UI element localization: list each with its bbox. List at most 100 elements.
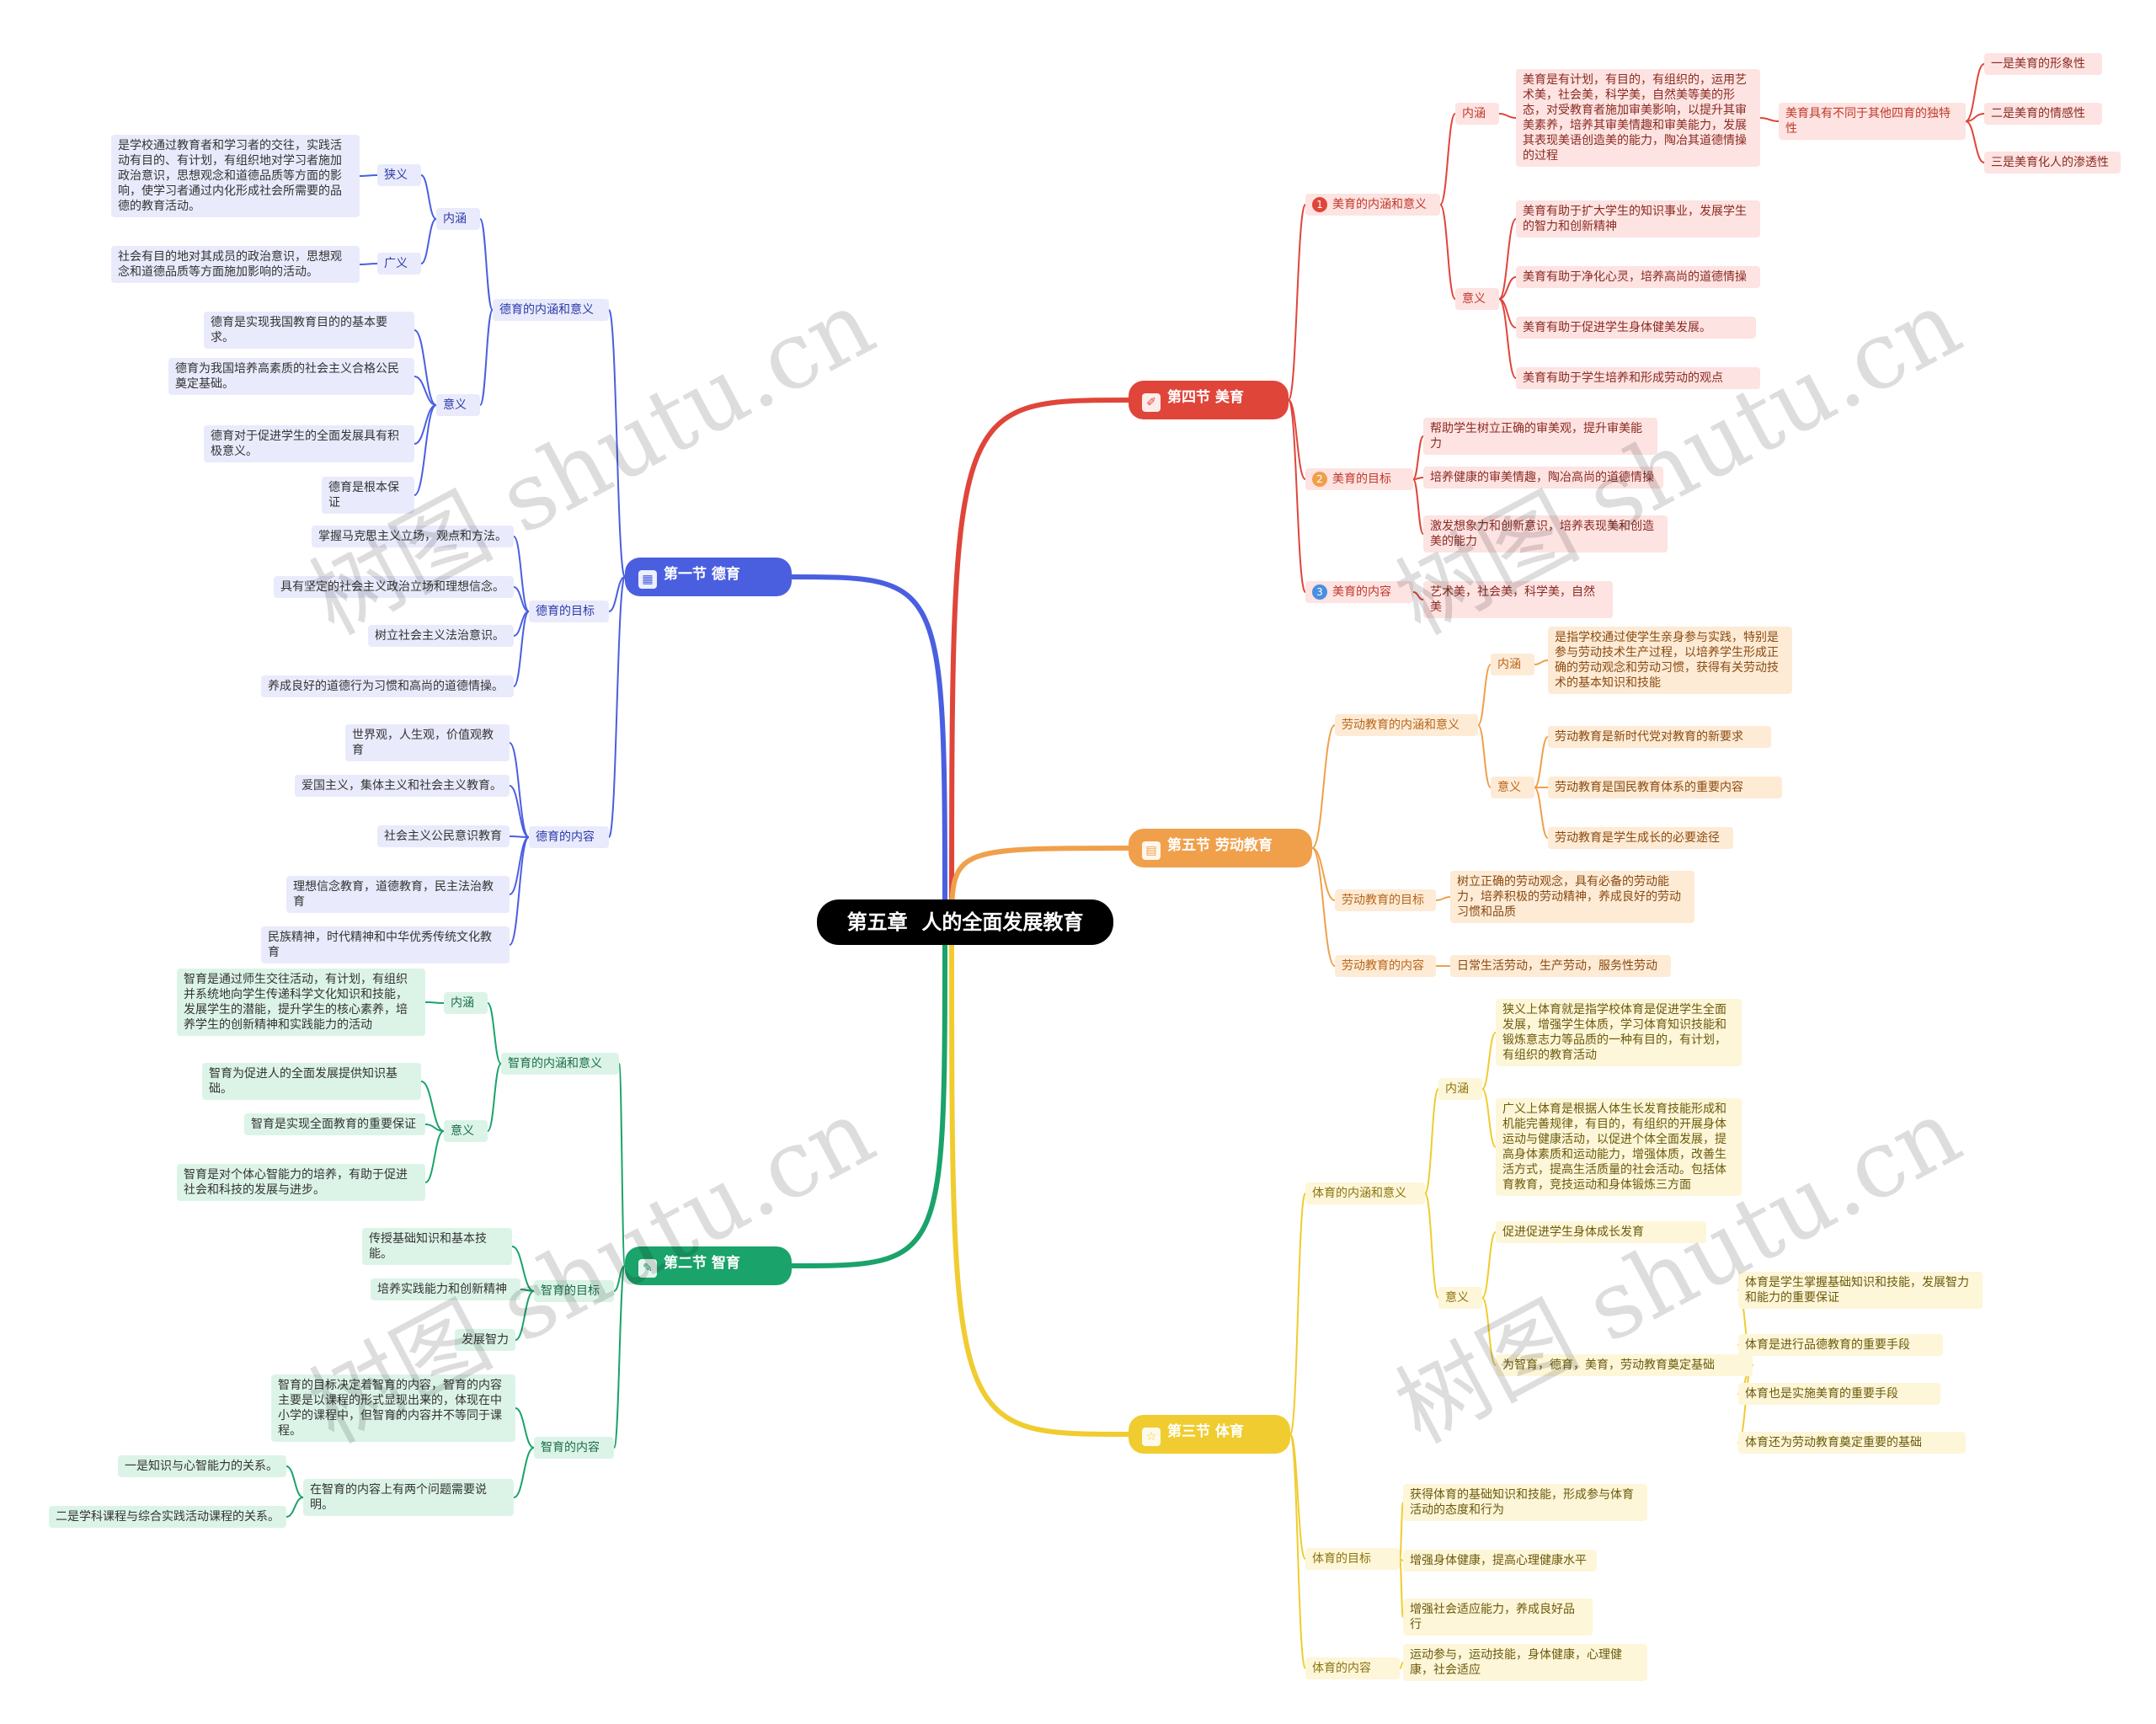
branch-node[interactable]: 体育的目标 — [1305, 1548, 1400, 1570]
leaf-node[interactable]: 为智育，德育，美育，劳动教育奠定基础 — [1496, 1354, 1753, 1376]
branch-node[interactable]: 体育的内涵和意义 — [1305, 1182, 1425, 1204]
leaf-node[interactable]: 智育是通过师生交往活动，有计划，有组织并系统地向学生传递科学文化知识和技能，发展… — [177, 969, 425, 1036]
branch-node[interactable]: 智育的内涵和意义 — [501, 1053, 619, 1075]
branch-node[interactable]: 德育的目标 — [529, 600, 609, 622]
leaf-node[interactable]: 体育是进行品德教育的重要手段 — [1738, 1334, 1943, 1356]
leaf-node[interactable]: 德育是实现我国教育目的的基本要求。 — [204, 312, 414, 349]
branch-node[interactable]: 意义 — [444, 1120, 488, 1142]
leaf-node[interactable]: 智育是实现全面教育的重要保证 — [244, 1113, 425, 1135]
branch-node[interactable]: 劳动教育的内涵和意义 — [1335, 714, 1478, 736]
leaf-node[interactable]: 智育为促进人的全面发展提供知识基础。 — [202, 1063, 421, 1100]
branch-node[interactable]: 德育的内容 — [529, 826, 609, 848]
node-text: 意义 — [451, 1124, 474, 1138]
leaf-node[interactable]: 美育有助于促进学生身体健美发展。 — [1516, 317, 1756, 339]
section-intellectual-education[interactable]: ✎第二节 智育 — [625, 1246, 792, 1285]
leaf-node[interactable]: 劳动教育是学生成长的必要途径 — [1548, 827, 1733, 849]
branch-node[interactable]: 智育的内容 — [534, 1437, 614, 1459]
leaf-node[interactable]: 增强身体健康，提高心理健康水平 — [1403, 1550, 1597, 1572]
node-text: 发展智力 — [462, 1333, 509, 1347]
leaf-node[interactable]: 掌握马克思主义立场，观点和方法。 — [312, 526, 514, 547]
connector-line — [1399, 1502, 1404, 1560]
branch-node[interactable]: 内涵 — [1491, 654, 1534, 675]
branch-node[interactable]: 意义 — [1491, 777, 1534, 798]
section-physical-education[interactable]: ☆第三节 体育 — [1129, 1415, 1290, 1454]
leaf-node[interactable]: 民族精神，时代精神和中华优秀传统文化教育 — [261, 926, 510, 963]
branch-node[interactable]: 意义 — [1455, 288, 1499, 310]
leaf-node[interactable]: 智育的目标决定着智育的内容，智育的内容主要是以课程的形式显现出来的，体现在中小学… — [271, 1374, 515, 1442]
leaf-node[interactable]: 培养健康的审美情趣，陶冶高尚的道德情操 — [1423, 467, 1663, 488]
leaf-node[interactable]: 发展智力 — [455, 1329, 515, 1351]
leaf-node[interactable]: 德育对于促进学生的全面发展具有积极意义。 — [204, 425, 414, 462]
branch-node[interactable]: 意义 — [1438, 1287, 1482, 1309]
section-moral-education[interactable]: ▦第一节 德育 — [625, 558, 792, 596]
branch-node[interactable]: 德育的内涵和意义 — [493, 299, 609, 321]
leaf-node[interactable]: 激发想象力和创新意识，培养表现美和创造美的能力 — [1423, 515, 1668, 552]
leaf-node[interactable]: 理想信念教育，道德教育，民主法治教育 — [286, 876, 510, 913]
branch-node[interactable]: 美育具有不同于其他四育的独特性 — [1779, 103, 1966, 140]
branch-node[interactable]: 劳动教育的内容 — [1335, 955, 1436, 977]
leaf-node[interactable]: 二是美育的情感性 — [1984, 103, 2102, 125]
branch-node[interactable]: 劳动教育的目标 — [1335, 889, 1436, 911]
leaf-node[interactable]: 一是知识与心智能力的关系。 — [118, 1455, 286, 1477]
branch-node[interactable]: 内涵 — [1438, 1078, 1482, 1100]
leaf-node[interactable]: 具有坚定的社会主义政治立场和理想信念。 — [274, 576, 514, 598]
connector-line — [515, 1407, 535, 1449]
node-text: 养成良好的道德行为习惯和高尚的道德情操。 — [268, 680, 504, 693]
leaf-node[interactable]: 狭义上体育就是指学校体育是促进学生全面发展，增强学生体质，学习体育知识技能和锻炼… — [1496, 999, 1742, 1066]
section-labor-education[interactable]: ▤第五节 劳动教育 — [1129, 829, 1312, 867]
root-topic[interactable]: 第五章 人的全面发展教育 — [817, 899, 1113, 945]
leaf-node[interactable]: 培养实践能力和创新精神 — [371, 1278, 520, 1300]
node-text: 意义 — [1462, 292, 1486, 306]
branch-node[interactable]: 内涵 — [1455, 103, 1499, 125]
branch-node[interactable]: 体育的内容 — [1305, 1657, 1400, 1679]
leaf-node[interactable]: 世界观，人生观，价值观教育 — [345, 724, 510, 761]
leaf-node[interactable]: 美育有助于净化心灵，培养高尚的道德情操 — [1516, 266, 1760, 288]
leaf-node[interactable]: 树立正确的劳动观念，具有必备的劳动能力，培养积极的劳动精神，养成良好的劳动习惯和… — [1450, 871, 1694, 923]
leaf-node[interactable]: 体育也是实施美育的重要手段 — [1738, 1383, 1940, 1405]
leaf-node[interactable]: 爱国主义，集体主义和社会主义教育。 — [295, 775, 510, 797]
leaf-node[interactable]: 二是学科课程与综合实践活动课程的关系。 — [49, 1506, 286, 1528]
leaf-node[interactable]: 体育还为劳动教育奠定重要的基础 — [1738, 1432, 1966, 1454]
branch-node[interactable]: 狭义 — [377, 164, 421, 186]
leaf-node[interactable]: 德育为我国培养高素质的社会主义合格公民奠定基础。 — [168, 358, 414, 395]
leaf-node[interactable]: 养成良好的道德行为习惯和高尚的道德情操。 — [261, 675, 514, 697]
branch-node[interactable]: 内涵 — [444, 992, 488, 1014]
leaf-node[interactable]: 广义上体育是根据人体生长发育技能形成和机能完善规律，有目的，有组织的开展身体运动… — [1496, 1098, 1742, 1196]
leaf-node[interactable]: 三是美育化人的渗透性 — [1984, 152, 2121, 173]
leaf-node[interactable]: 增强社会适应能力，养成良好品行 — [1403, 1599, 1593, 1636]
leaf-node[interactable]: 日常生活劳动，生产劳动，服务性劳动 — [1450, 955, 1671, 977]
leaf-node[interactable]: 体育是学生掌握基础知识和技能，发展智力和能力的重要保证 — [1738, 1272, 1983, 1309]
connector-line — [513, 1447, 535, 1498]
leaf-node[interactable]: 是学校通过教育者和学习者的交往，实践活动有目的、有计划，有组织地对学习者施加政治… — [111, 135, 360, 217]
leaf-node[interactable]: 树立社会主义法治意识。 — [368, 625, 514, 647]
leaf-node[interactable]: 一是美育的形象性 — [1984, 53, 2102, 75]
connector-line — [1435, 896, 1451, 901]
branch-node[interactable]: 内涵 — [436, 208, 480, 230]
leaf-node[interactable]: 获得体育的基础知识和技能，形成参与体育活动的态度和行为 — [1403, 1484, 1647, 1521]
leaf-node[interactable]: 美育有助于学生培养和形成劳动的观点 — [1516, 367, 1760, 389]
branch-node[interactable]: 智育的目标 — [534, 1280, 614, 1302]
leaf-node[interactable]: 促进促进学生身体成长发育 — [1496, 1221, 1706, 1243]
connector-line — [1477, 724, 1492, 788]
leaf-node[interactable]: 是指学校通过使学生亲身参与实践，特别是参与劳动技术生产过程，以培养学生形成正确的… — [1548, 627, 1792, 694]
node-text: 世界观，人生观，价值观教育 — [352, 729, 494, 757]
leaf-node[interactable]: 在智育的内容上有两个问题需要说明。 — [303, 1479, 514, 1516]
leaf-node[interactable]: 美育是有计划，有目的，有组织的，运用艺术美，社会美，科学美，自然美等美的形态，对… — [1516, 69, 1760, 167]
leaf-node[interactable]: 艺术美，社会美，科学美，自然美 — [1423, 581, 1613, 618]
branch-node[interactable]: 意义 — [436, 394, 480, 416]
leaf-node[interactable]: 社会有目的地对其成员的政治意识，思想观念和道德品质等方面施加影响的活动。 — [111, 246, 360, 283]
leaf-node[interactable]: 德育是根本保证 — [322, 477, 414, 514]
section-aesthetic-education[interactable]: ✐第四节 美育 — [1129, 381, 1289, 419]
leaf-node[interactable]: 运动参与，运动技能，身体健康，心理健康，社会适应 — [1403, 1644, 1647, 1681]
leaf-node[interactable]: 社会主义公民意识教育 — [377, 825, 510, 847]
leaf-node[interactable]: 传授基础知识和基本技能。 — [362, 1228, 512, 1265]
branch-node[interactable]: 广义 — [377, 253, 421, 275]
leaf-node[interactable]: 劳动教育是新时代党对教育的新要求 — [1548, 726, 1771, 748]
leaf-node[interactable]: 美育有助于扩大学生的知识事业，发展学生的智力和创新精神 — [1516, 200, 1760, 238]
leaf-node[interactable]: 劳动教育是国民教育体系的重要内容 — [1548, 777, 1782, 798]
leaf-node[interactable]: 智育是对个体心智能力的培养，有助于促进社会和科技的发展与进步。 — [177, 1164, 425, 1201]
leaf-node[interactable]: 帮助学生树立正确的审美观，提升审美能力 — [1423, 418, 1657, 455]
